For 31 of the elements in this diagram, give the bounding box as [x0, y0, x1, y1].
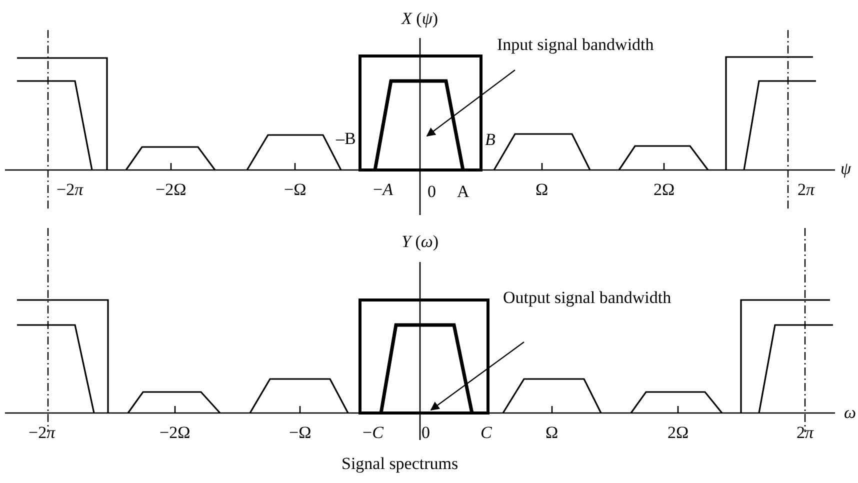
tick-label: −2Ω [160, 424, 190, 441]
leader-arrow [426, 70, 516, 137]
band-edge-label: –B [336, 130, 356, 147]
tick-label: 0 [428, 183, 436, 200]
tick-label: 2Ω [654, 181, 675, 198]
axis-label: Y (ω) [402, 233, 439, 250]
callout-text: Input signal bandwidth [497, 36, 654, 53]
tick-label: −Ω [284, 181, 306, 198]
tick-label: C [480, 424, 492, 441]
tick-label: Ω [536, 181, 548, 198]
axis-label: ψ [840, 160, 852, 177]
tick-label: Ω [546, 424, 558, 441]
axis-label: X (ψ) [402, 10, 438, 27]
spectrum-trapezoid [379, 323, 474, 414]
tick-label: 2π [798, 181, 815, 198]
caption-text: Signal spectrums [342, 455, 458, 472]
spectrum-trapezoid [373, 79, 465, 170]
tick-label: −Ω [289, 424, 312, 441]
leader-arrow [430, 342, 524, 411]
tick-label: 2Ω [668, 424, 689, 441]
band-edge-label: B [485, 131, 496, 148]
callout-text: Output signal bandwidth [503, 289, 672, 306]
tick-label: −A [373, 181, 393, 198]
tick-label: 2π [796, 424, 814, 441]
tick-label: 0 [422, 424, 430, 441]
tick-label: −C [362, 424, 384, 441]
axis-label: ω [844, 404, 856, 421]
tick-label: −2π [56, 181, 84, 198]
tick-label: −2Ω [156, 181, 186, 198]
tick-label: A [457, 183, 470, 200]
tick-label: −2π [28, 424, 56, 441]
